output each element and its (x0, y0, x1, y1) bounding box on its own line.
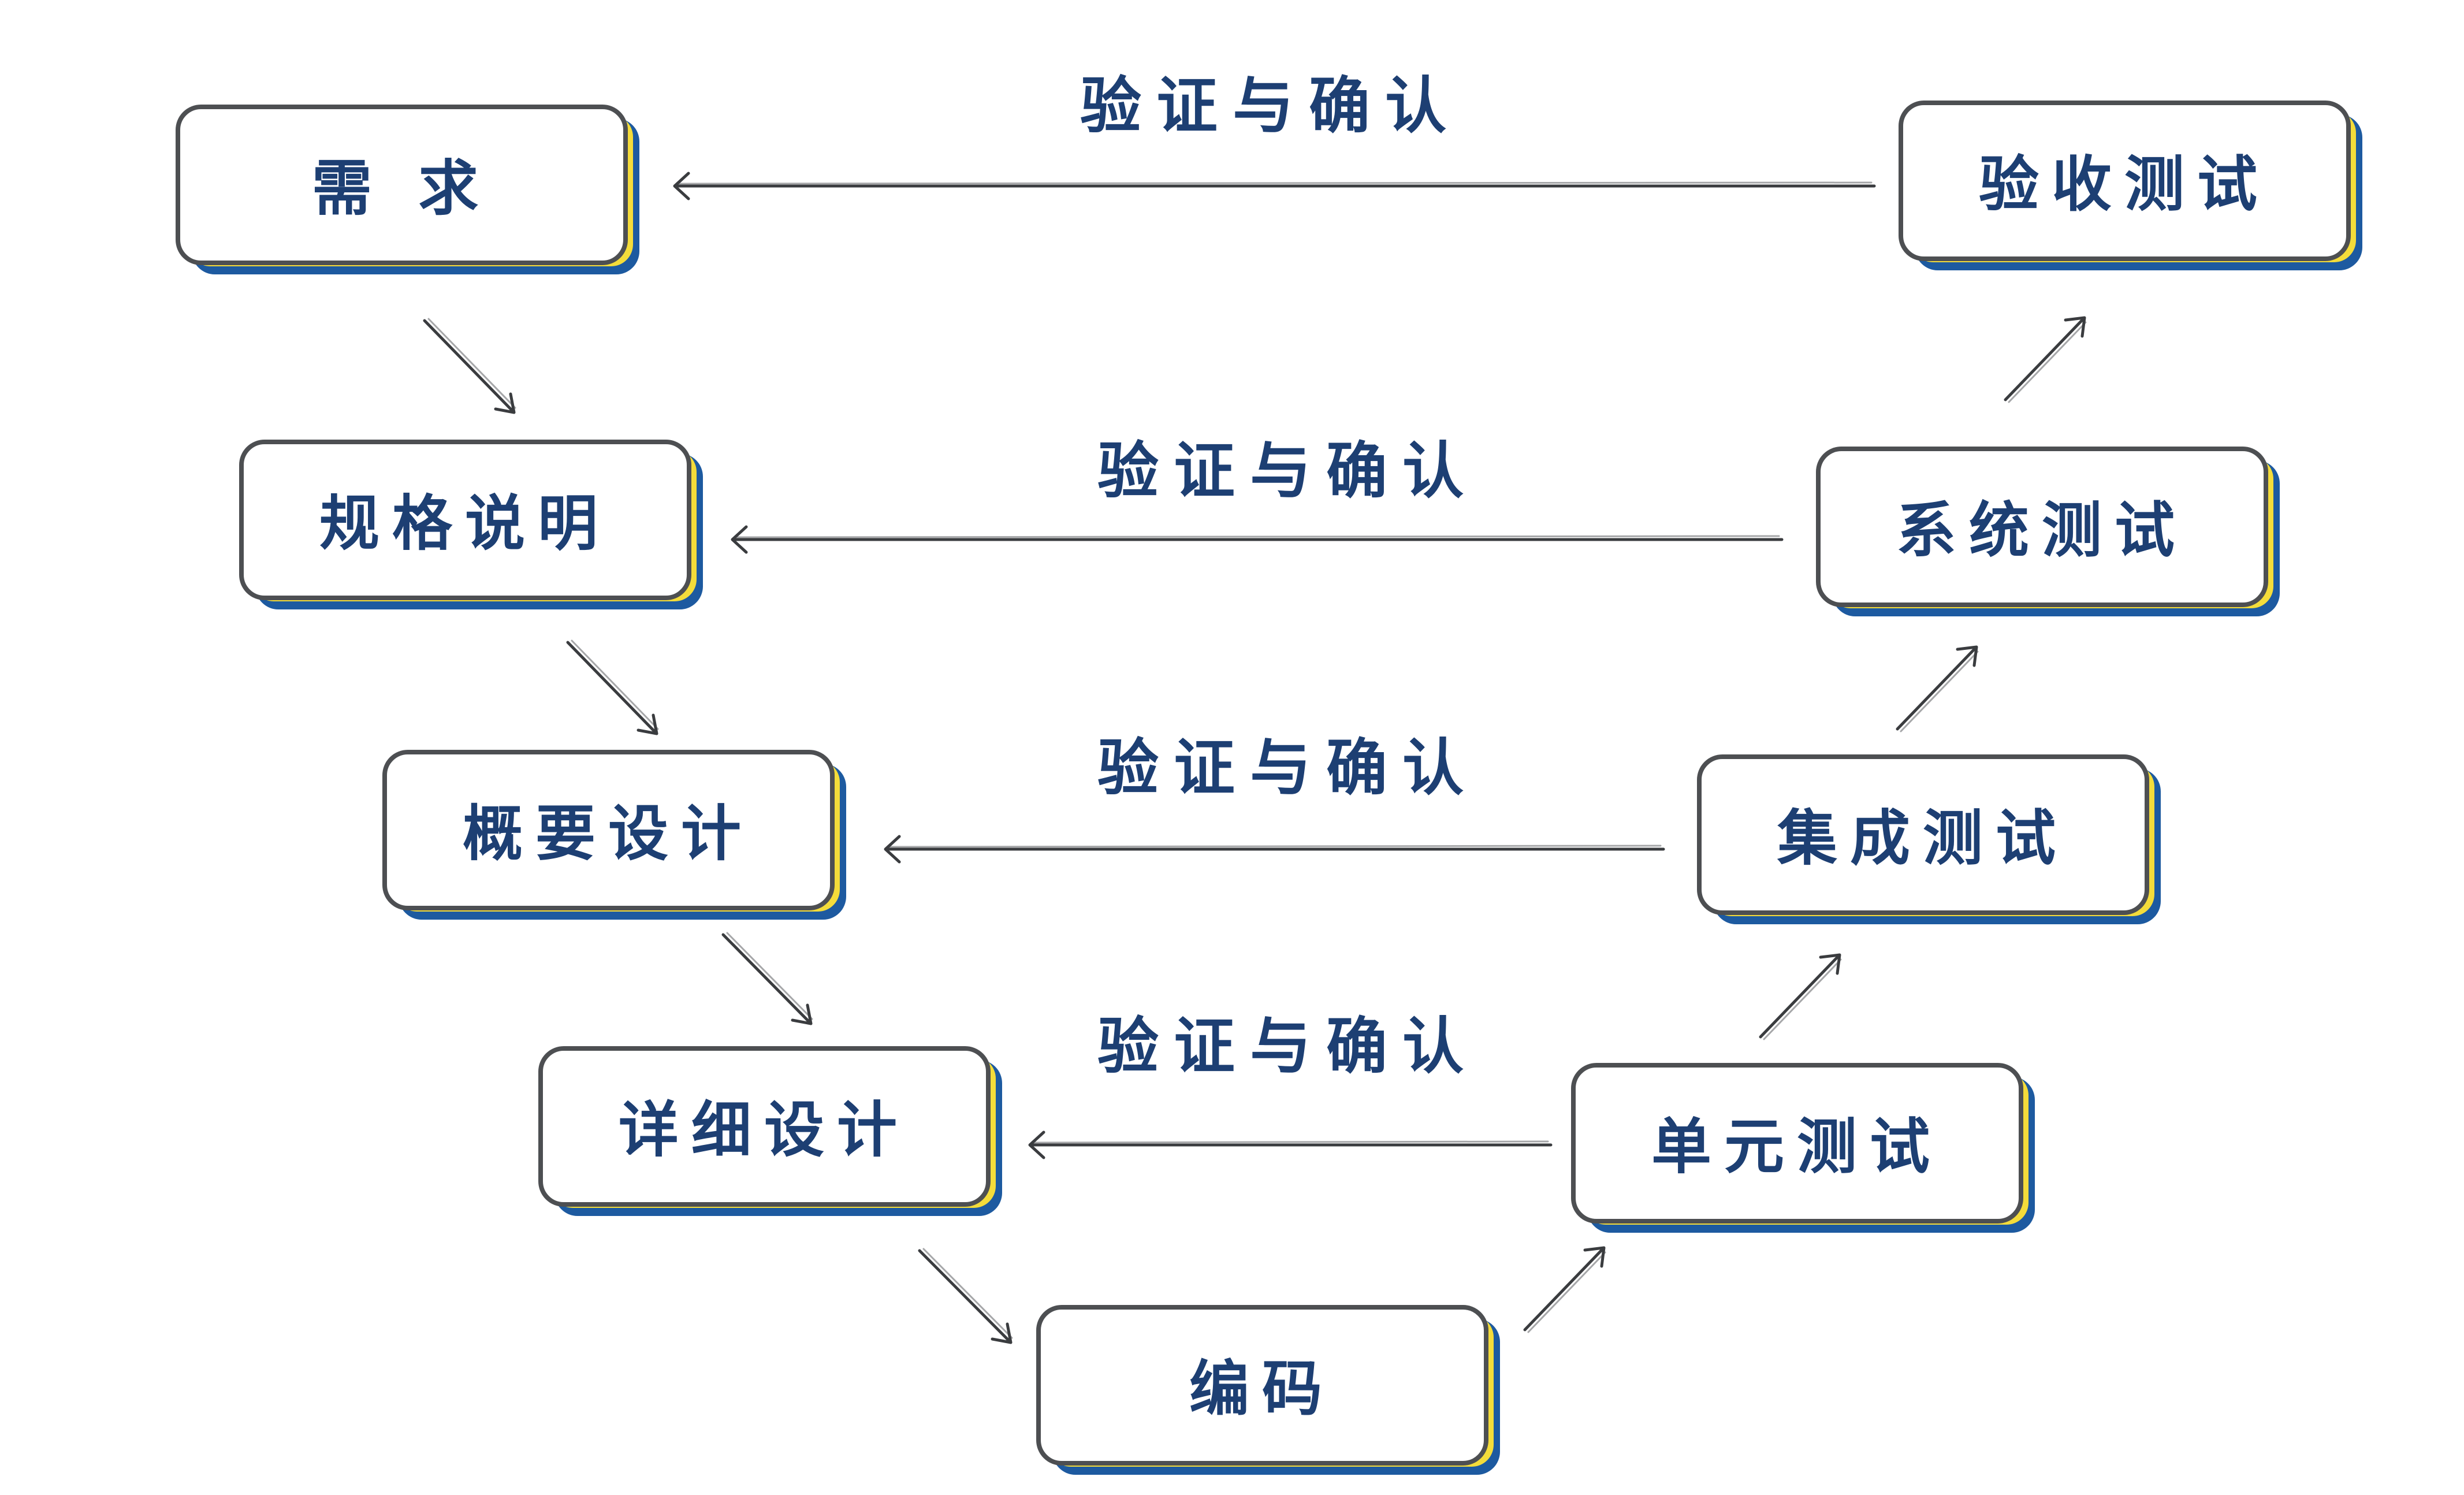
flow-arrow-coding-to-unit (1523, 1246, 1606, 1333)
node-specification: 规格说明 (239, 440, 703, 609)
verification-edge-1: 验证与确认 (673, 70, 1876, 200)
node-label: 验收测试 (1979, 149, 2270, 220)
node-outline-design: 概要设计 (382, 750, 846, 920)
flow-arrow-outline-to-detailed (721, 932, 813, 1025)
flow-arrow-system-to-acceptance (2004, 316, 2087, 403)
flow-arrow-integration-to-system (1896, 645, 1979, 732)
verification-edge-label: 验证与确认 (1080, 70, 1461, 142)
node-label: 系统测试 (1896, 495, 2187, 566)
verification-edge-3: 验证与确认 (884, 732, 1665, 864)
flow-arrow-detailed-to-coding (918, 1248, 1013, 1344)
node-label: 集成测试 (1777, 803, 2068, 873)
node-detailed-design: 详细设计 (538, 1046, 1002, 1216)
flow-arrow-spec-to-outline (566, 639, 659, 735)
node-integration-test: 集成测试 (1697, 754, 2161, 924)
node-unit-test: 单元测试 (1571, 1063, 2035, 1233)
node-label: 规格说明 (319, 488, 611, 559)
node-coding: 编码 (1036, 1305, 1500, 1475)
verification-edge-label: 验证与确认 (1097, 1011, 1479, 1082)
node-label: 单元测试 (1651, 1111, 1942, 1182)
node-system-test: 系统测试 (1816, 447, 2280, 616)
verification-edge-2: 验证与确认 (731, 436, 1784, 554)
node-requirements: 需 求 (176, 105, 639, 274)
node-acceptance-test: 验收测试 (1899, 101, 2362, 270)
verification-edge-label: 验证与确认 (1097, 436, 1479, 507)
node-label: 需 求 (312, 153, 491, 224)
node-label: 编码 (1189, 1353, 1335, 1424)
node-label: 详细设计 (619, 1095, 910, 1165)
verification-edge-label: 验证与确认 (1097, 732, 1479, 804)
node-label: 概要设计 (463, 798, 754, 869)
verification-edge-4: 验证与确认 (1028, 1011, 1553, 1159)
flow-arrow-requirements-to-spec (423, 318, 516, 414)
flow-arrow-unit-to-integration (1759, 953, 1842, 1040)
